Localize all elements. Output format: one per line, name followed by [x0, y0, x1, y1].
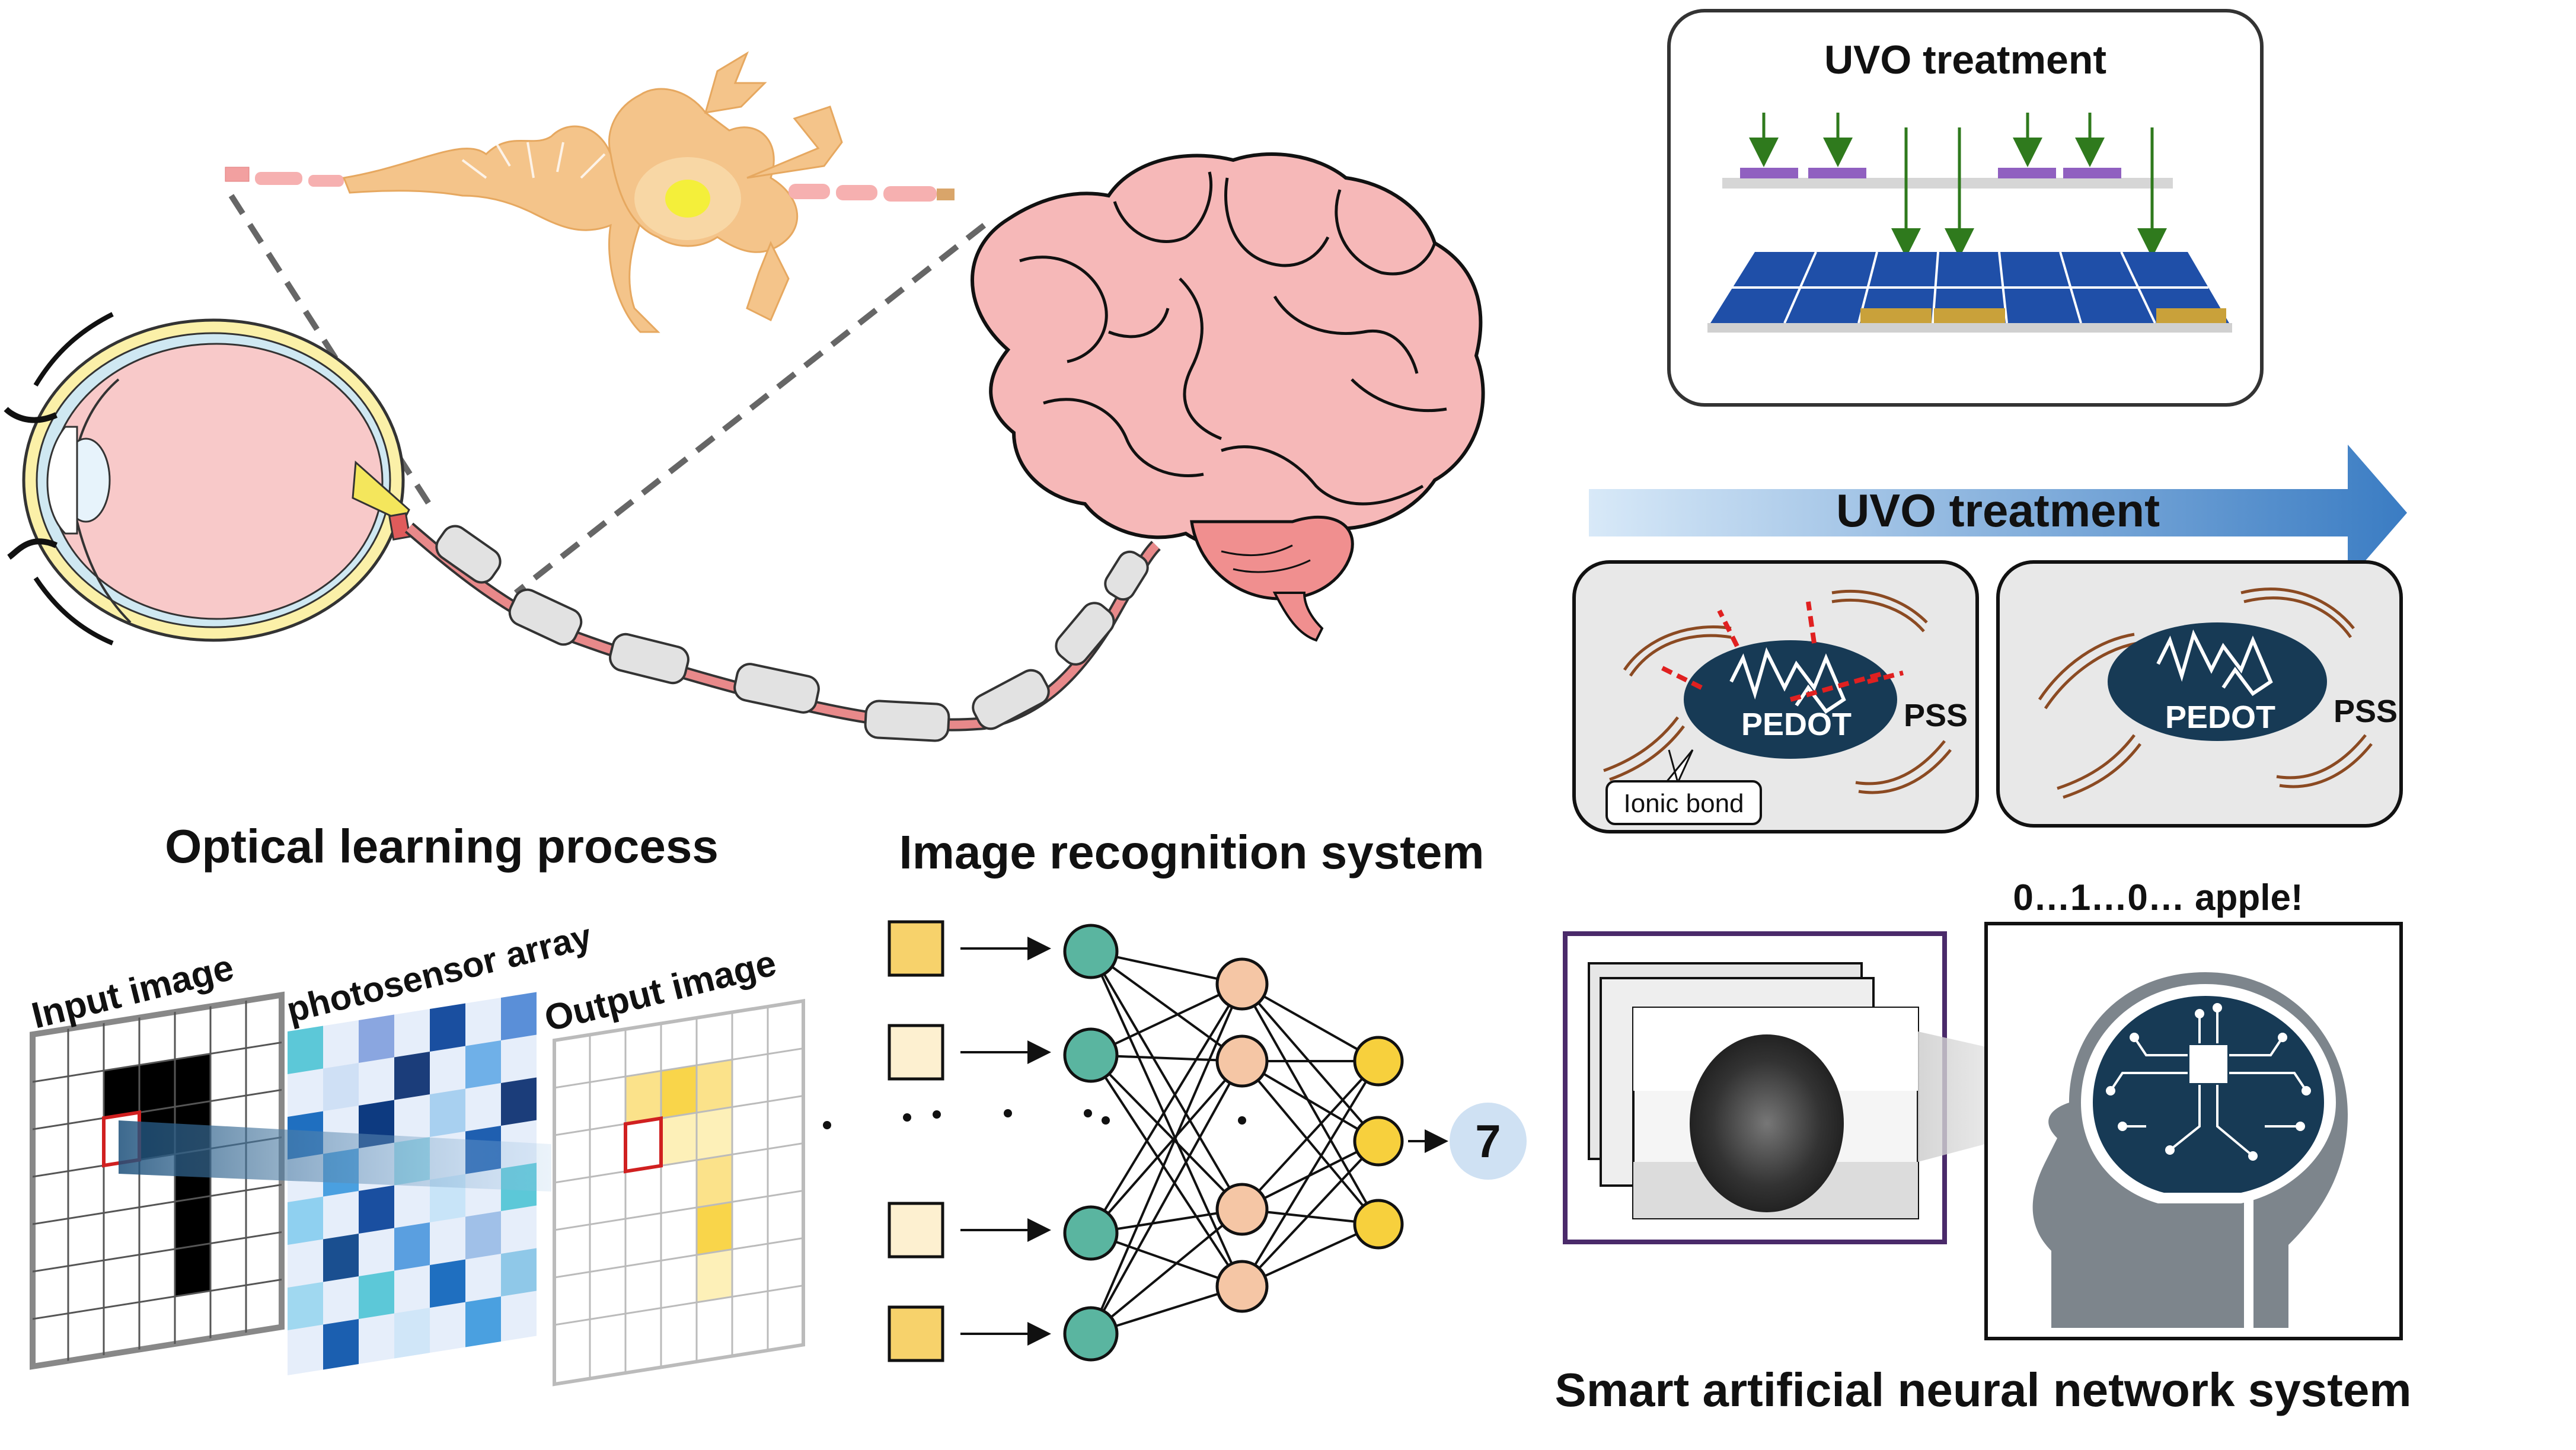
pedot-pss-before-panel: PEDOT PSS Ionic bond — [1572, 560, 1979, 833]
optical-learning-title: Optical learning process — [165, 820, 719, 873]
pedot-pss-after-panel: PEDOT PSS — [1996, 560, 2403, 828]
uvo-box-title: UVO treatment — [1824, 37, 2106, 82]
input-image-grid — [30, 991, 285, 1370]
output-digit: 7 — [1475, 1115, 1501, 1167]
pedot-label-after: PEDOT — [2165, 700, 2275, 735]
uvo-treatment-arrow: UVO treatment — [1589, 445, 2407, 581]
pss-label-after: PSS — [2334, 694, 2398, 729]
image-stack-panel — [1563, 931, 2075, 1244]
uvo-treatment-panel: UVO treatment — [1667, 9, 2264, 407]
neuron-illustration — [225, 51, 955, 333]
recognition-result-label: 0…1…0… apple! — [2013, 877, 2303, 918]
ai-head-panel — [1984, 922, 2403, 1340]
brain-illustration — [971, 152, 1485, 642]
zoom-line-right — [513, 223, 987, 595]
pss-label-before: PSS — [1904, 698, 1968, 733]
light-beam — [119, 1120, 551, 1192]
neural-network: 7 — [888, 920, 1527, 1362]
eye-illustration — [4, 312, 411, 646]
ellipsis-dots — [823, 1109, 1246, 1129]
uvo-arrow-label: UVO treatment — [1836, 484, 2160, 536]
optic-nerve-axon — [404, 522, 1161, 742]
smart-ann-title: Smart artificial neural network system — [1555, 1363, 2412, 1416]
pedot-label-before: PEDOT — [1741, 707, 1852, 742]
output-image-grid — [553, 999, 805, 1387]
image-recognition-title: Image recognition system — [899, 826, 1485, 879]
ionic-bond-label: Ionic bond — [1623, 789, 1744, 818]
